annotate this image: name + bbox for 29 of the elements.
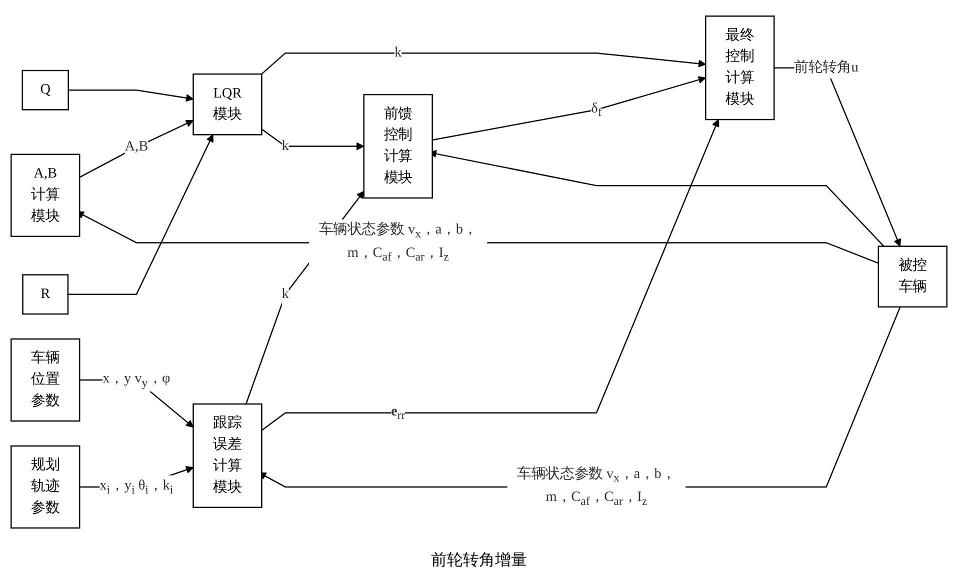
arrow bbox=[432, 76, 706, 141]
edge-label: k bbox=[394, 45, 402, 60]
edge-label: x$_{i}$，y$_{i}$ θ$_{i}$，k$_{i}$ bbox=[100, 478, 174, 496]
node-box: 被控车辆 bbox=[878, 246, 948, 308]
arrow bbox=[261, 128, 364, 150]
edge-label: e$_{rr}$ bbox=[390, 404, 406, 422]
node-box: Q bbox=[22, 70, 69, 110]
node-box: LQR模块 bbox=[192, 73, 262, 136]
node-box: A,B计算模块 bbox=[10, 154, 80, 237]
edge-label: x，y v$_{y}$，φ bbox=[102, 370, 170, 389]
arrow bbox=[79, 120, 194, 178]
edge-label: δ$_{f}$ bbox=[591, 100, 602, 119]
note-text: 前轮转角增量 bbox=[431, 551, 527, 571]
arrow bbox=[68, 89, 194, 102]
edge-label: 车辆状态参数 v$_{x}$，a，b，m，C$_{af}$，C$_{ar}$，I$_{z}$ bbox=[517, 466, 676, 508]
node-box: 前馈控制计算模块 bbox=[363, 94, 433, 199]
edge-label: k bbox=[282, 286, 289, 302]
node-box: 最终控制计算模块 bbox=[705, 15, 775, 120]
edge-label: A,B bbox=[124, 139, 148, 154]
arrow bbox=[261, 119, 720, 431]
edge-label: 车辆状态参数 v$_{x}$，a，b，m，C$_{af}$，C$_{ar}$，I$_{z}$ bbox=[318, 222, 478, 264]
arrow bbox=[261, 52, 706, 74]
node-box: 跟踪误差计算模块 bbox=[192, 403, 262, 508]
edge-label: 前轮转角u bbox=[794, 60, 858, 75]
node-box: 规划轨迹参数 bbox=[10, 445, 80, 529]
arrow bbox=[68, 134, 214, 295]
node-box: 车辆位置参数 bbox=[10, 338, 80, 422]
node-box: R bbox=[22, 274, 69, 315]
edge-label: k bbox=[282, 138, 289, 154]
